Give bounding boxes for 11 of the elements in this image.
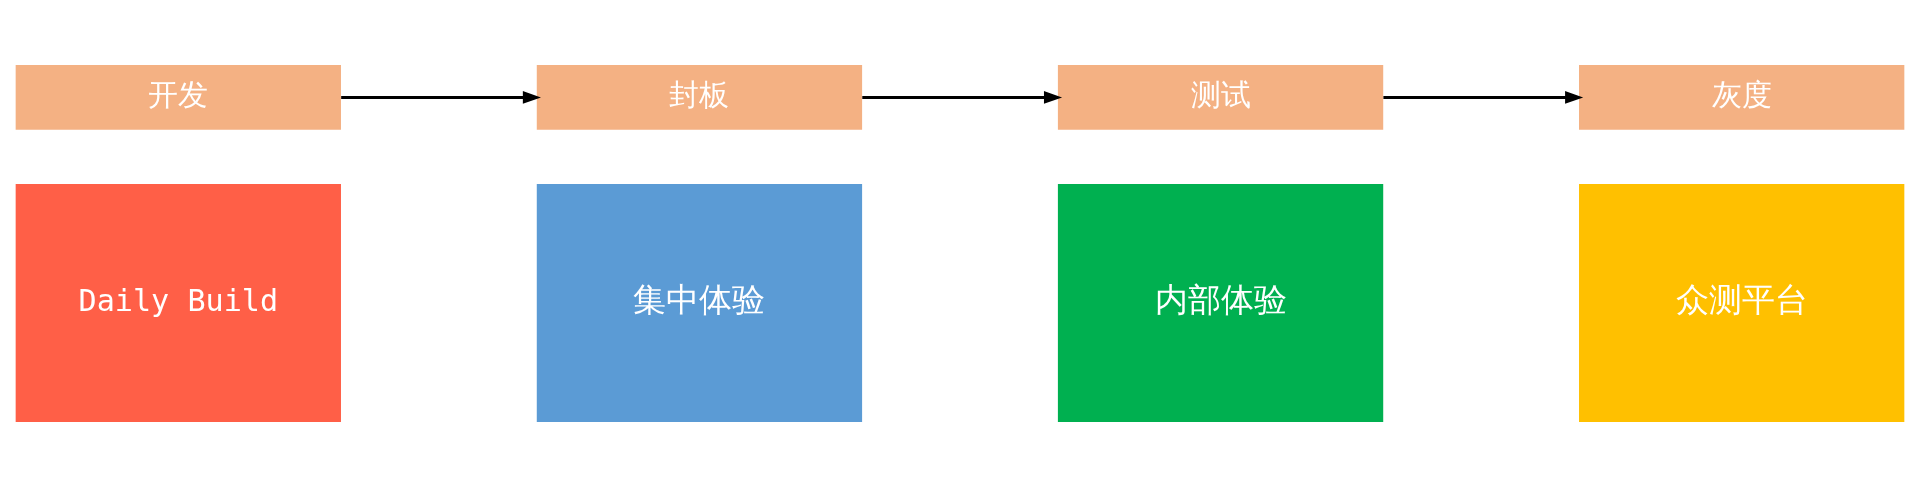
node-box: 测试 xyxy=(1057,64,1384,130)
node-box: 众测平台 xyxy=(1579,183,1905,422)
node-box: 内部体验 xyxy=(1057,183,1384,422)
arrow xyxy=(1383,90,1584,104)
node-box: 集中体验 xyxy=(536,183,863,422)
node-box: 灰度 xyxy=(1579,64,1905,130)
node-box: Daily Build xyxy=(15,183,341,422)
node-box: 开发 xyxy=(15,64,341,130)
arrow xyxy=(862,90,1063,104)
arrow xyxy=(341,90,541,104)
node-box: 封板 xyxy=(536,64,863,130)
